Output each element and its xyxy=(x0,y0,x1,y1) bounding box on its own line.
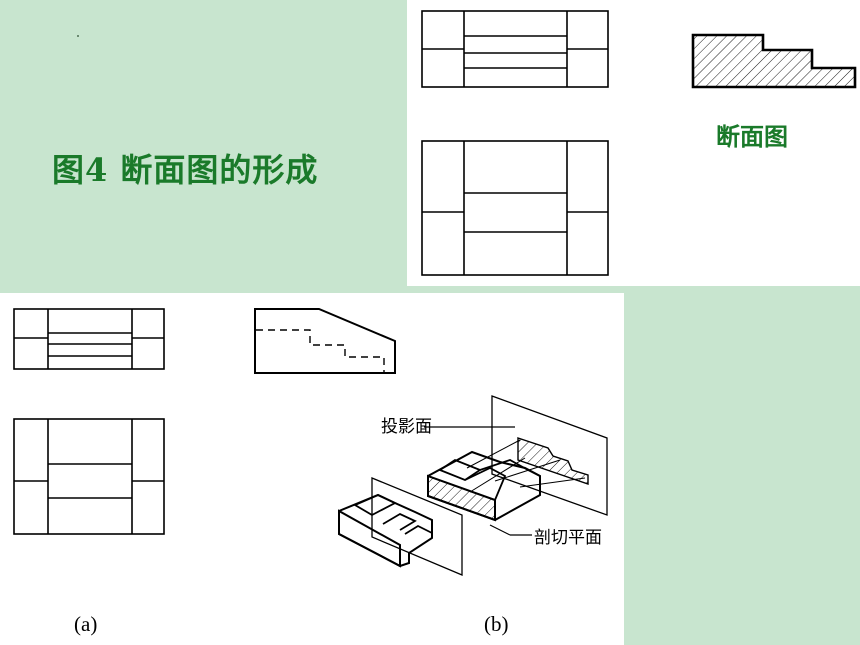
view-a-front-drawing xyxy=(13,418,165,535)
top-figure-panel xyxy=(407,0,860,286)
top-view-drawing xyxy=(421,10,609,88)
section-profile-drawing xyxy=(691,33,857,89)
stray-dot xyxy=(77,35,79,37)
view-a-side-drawing xyxy=(254,308,396,374)
sub-label-a: (a) xyxy=(74,612,98,636)
cutting-plane-label: 剖切平面 xyxy=(534,528,602,548)
front-view-drawing xyxy=(421,140,609,276)
view-a-top-drawing xyxy=(13,308,165,370)
slide-title: 图4 断面图的形成 xyxy=(52,151,319,189)
bottom-figure-panel xyxy=(0,293,624,645)
cutting-illustration xyxy=(338,395,608,576)
projection-plane-label: 投影面 xyxy=(381,417,432,437)
section-caption: 断面图 xyxy=(716,122,788,151)
sub-label-b: (b) xyxy=(484,612,509,636)
